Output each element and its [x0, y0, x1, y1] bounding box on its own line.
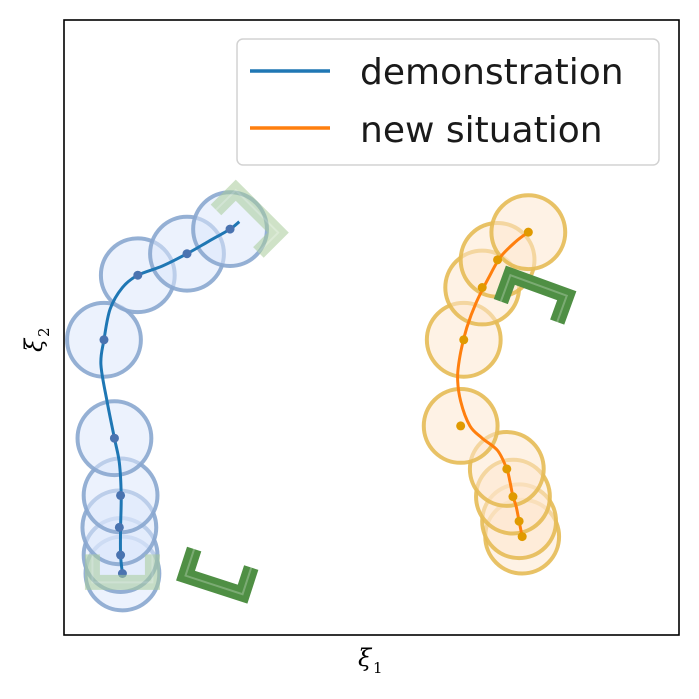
demonstration-keypoint-5	[99, 335, 109, 345]
demonstration-start-bracket-shape	[84, 554, 160, 590]
new-situation-series	[421, 193, 568, 576]
new-start-bracket-highlight	[184, 548, 253, 596]
legend-box	[236, 38, 660, 166]
new-start-bracket-shape	[176, 546, 259, 604]
demonstration-goal-bracket-shape	[210, 179, 289, 258]
legend-label-new-situation: new situation	[360, 110, 603, 151]
new-situation-keypoint-2	[508, 492, 518, 502]
demonstration-keypoint-4	[109, 433, 119, 443]
new-situation-keypoint-8	[523, 227, 533, 237]
plot-marks	[65, 179, 577, 613]
new-situation-keypoint-1	[514, 516, 524, 526]
demonstration-keypoint-6	[133, 270, 143, 280]
demonstration-start-bracket-highlight	[91, 554, 154, 584]
new-goal-bracket	[493, 265, 577, 325]
new-situation-keypoint-5	[456, 421, 466, 431]
new-goal-bracket-highlight	[499, 273, 569, 323]
demonstration-goal-bracket-highlight	[215, 188, 280, 254]
legend: demonstration new situation	[236, 38, 660, 166]
y-axis-label: ξ 2	[20, 327, 53, 352]
new-start-bracket	[176, 546, 259, 604]
new-situation-keypoint-3	[502, 464, 512, 474]
legend-label-demonstration: demonstration	[360, 52, 624, 93]
new-goal-bracket-shape	[493, 265, 577, 325]
y-axis-label-symbol: ξ	[20, 337, 48, 352]
y-axis-label-subscript: 2	[35, 327, 53, 337]
demonstration-keypoint-7	[182, 249, 192, 259]
x-axis-label-subscript: 1	[373, 659, 383, 677]
demonstration-keypoint-8	[225, 224, 235, 234]
new-situation-keypoint-4	[459, 335, 469, 345]
x-axis-label-symbol: ξ	[358, 644, 373, 672]
demonstration-goal-bracket	[210, 179, 289, 258]
demonstration-keypoint-1	[116, 550, 126, 560]
demonstration-keypoint-2	[114, 522, 124, 532]
new-situation-keypoint-6	[477, 283, 487, 293]
demonstration-keypoint-3	[116, 490, 126, 500]
demonstration-series	[65, 190, 269, 613]
demonstration-start-bracket	[84, 554, 160, 590]
x-axis-label: ξ 1	[358, 644, 383, 677]
new-situation-keypoint-0	[517, 532, 527, 542]
new-situation-keypoint-7	[493, 255, 503, 265]
